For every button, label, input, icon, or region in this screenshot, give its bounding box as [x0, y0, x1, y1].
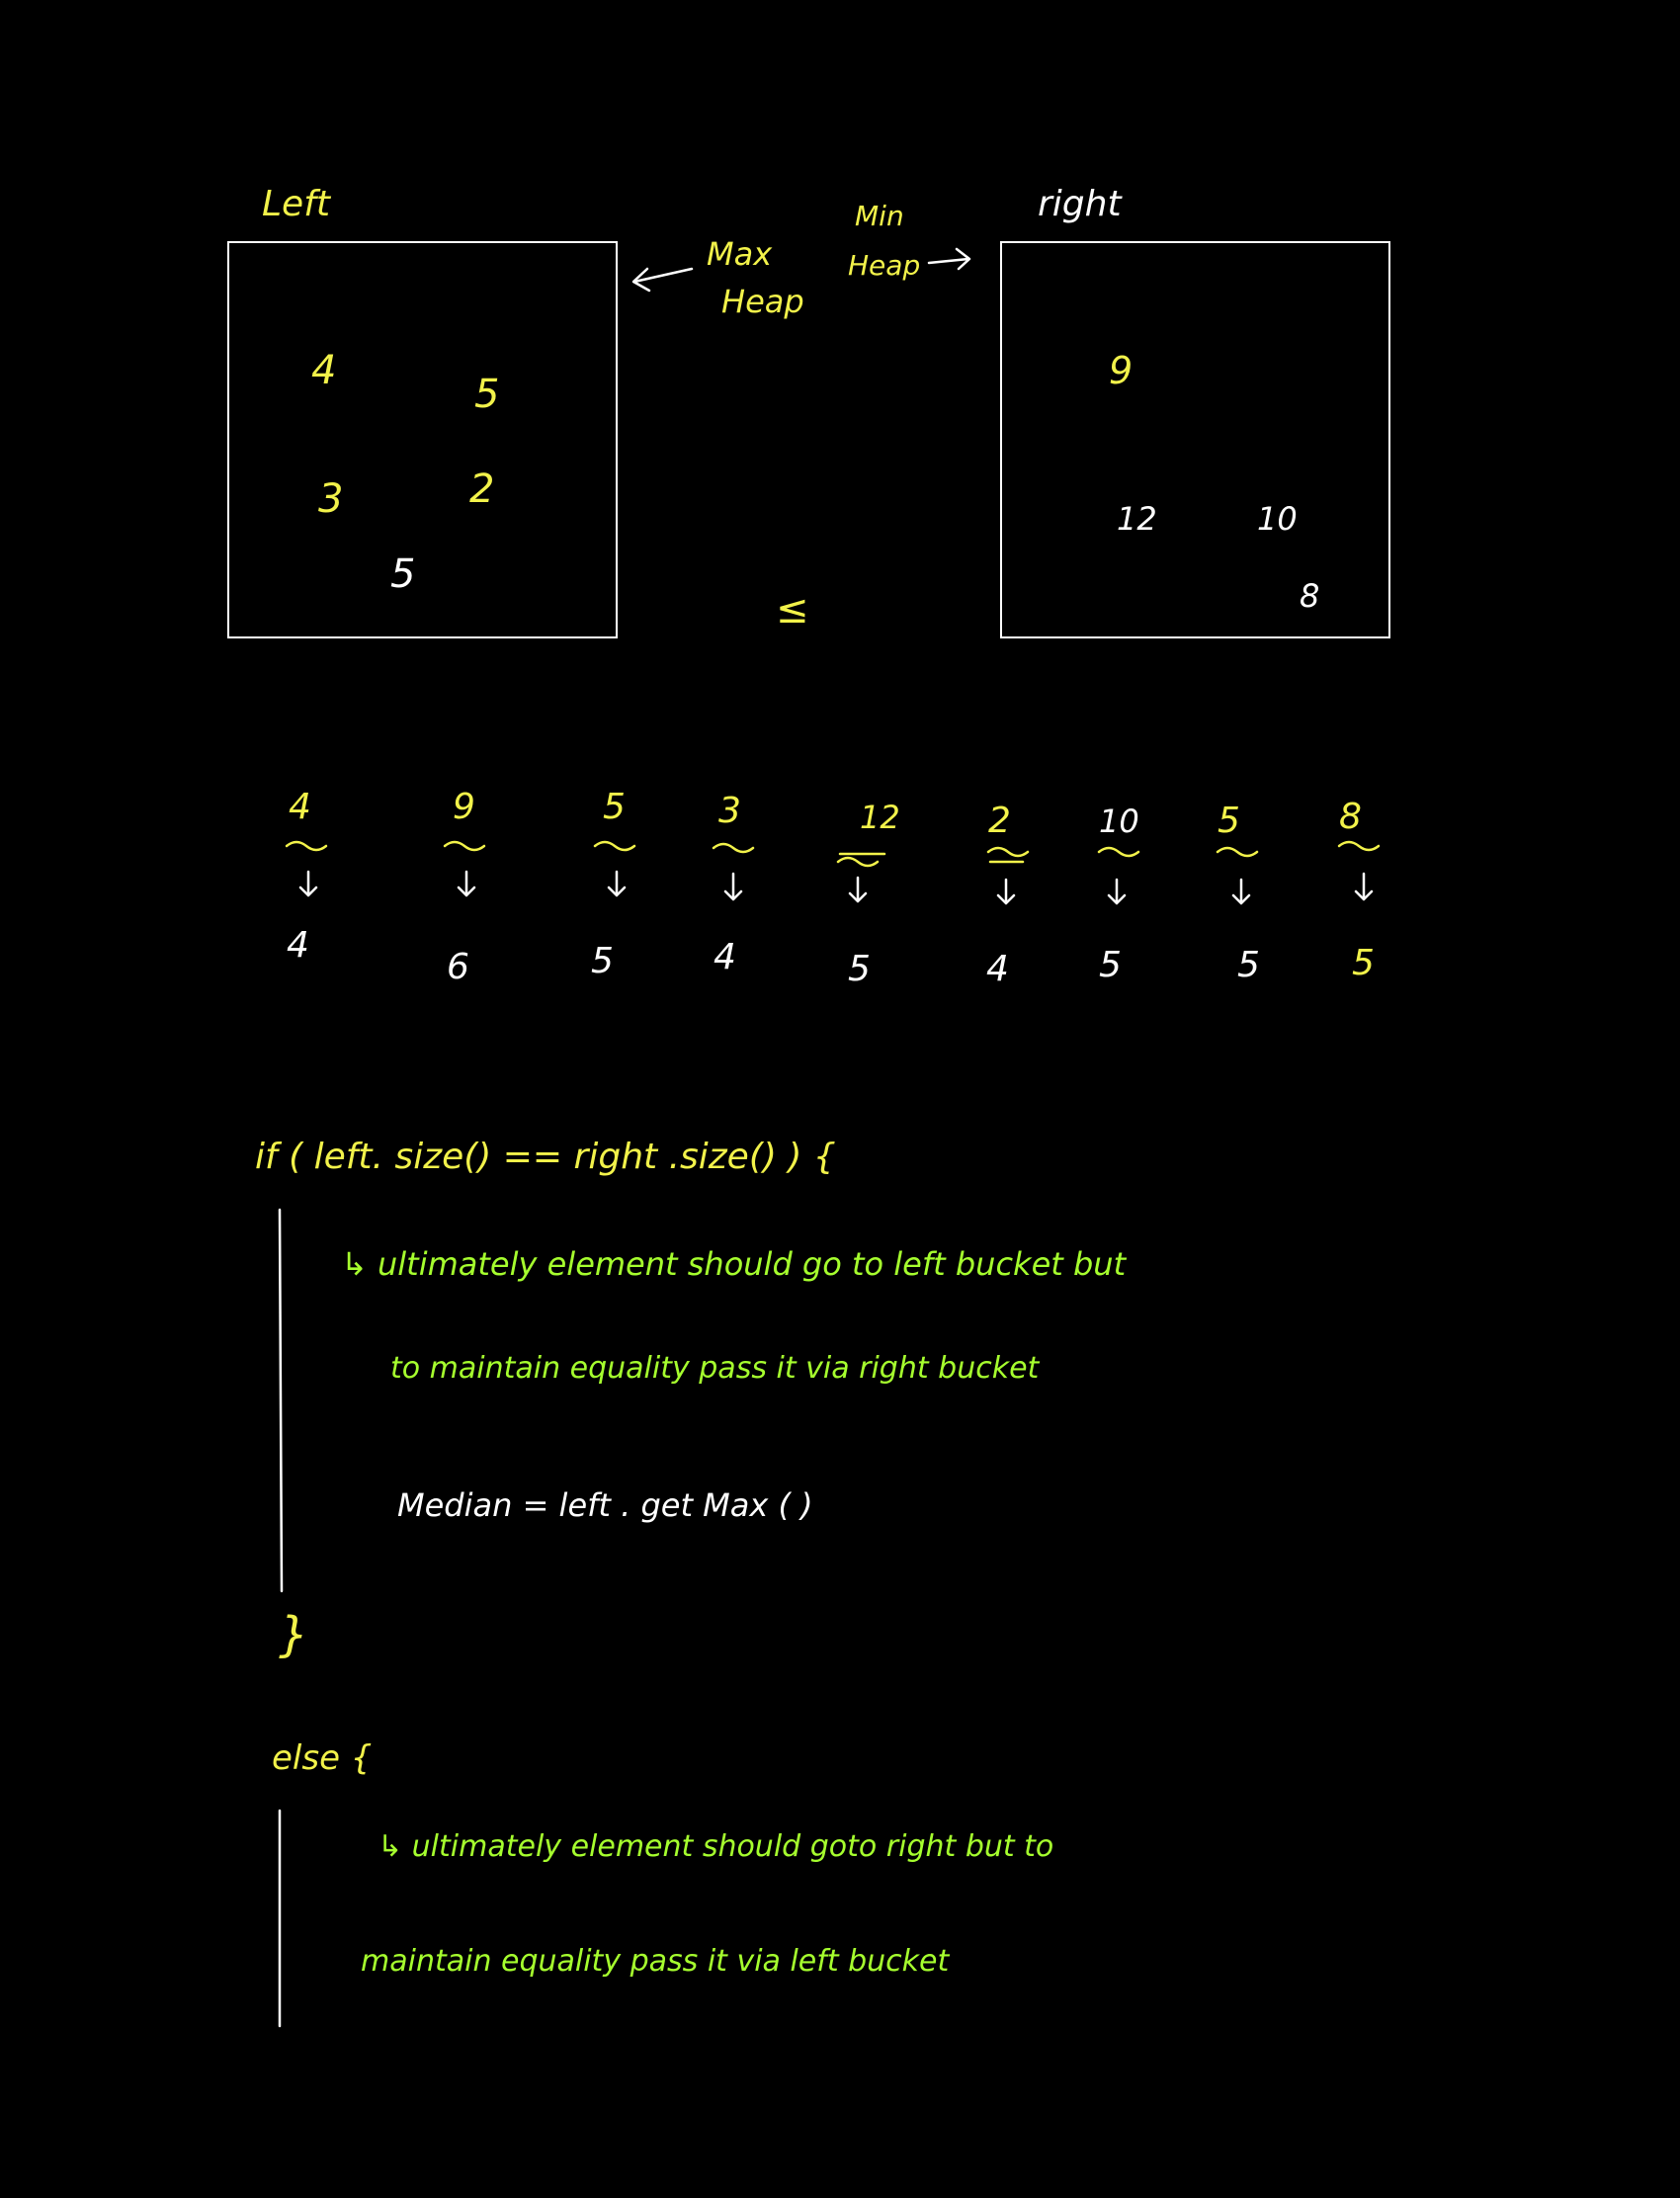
- code-section: if ( left. size() == right .size() ) { ↳…: [255, 1137, 1128, 2028]
- stream-median-value: 6: [447, 947, 469, 987]
- tilde-mark: [593, 840, 636, 852]
- if-block-bar: [278, 1208, 284, 1593]
- if-close-brace: }: [279, 1607, 309, 1662]
- right-heap-value: 9: [1109, 349, 1133, 392]
- stream-median-value: 5: [848, 949, 871, 989]
- min-heap-label-line2: Heap: [848, 249, 920, 282]
- median-formula-line: Median = left . get Max ( ): [397, 1486, 813, 1524]
- right-heap-value: 10: [1257, 500, 1298, 538]
- tilde-mark: [836, 852, 886, 868]
- left-heap-label: Left: [262, 184, 332, 224]
- stream-median-value: 4: [986, 949, 1009, 989]
- if-note-line-1: ↳ ultimately element should go to left b…: [341, 1245, 1128, 1283]
- down-arrow: [1354, 872, 1374, 901]
- else-note-line-2: maintain equality pass it via left bucke…: [361, 1944, 951, 1979]
- compare-symbol: ≤: [776, 587, 809, 633]
- stream-medians: 4 6 5 4 5 4 5 5 5: [287, 925, 1375, 989]
- down-arrow: [298, 870, 318, 897]
- stream-median-value: 5: [1352, 943, 1375, 983]
- stream-input-value: 3: [718, 791, 741, 831]
- arrow-to-right-heap: [927, 247, 971, 271]
- max-heap-label-line1: Max: [707, 235, 773, 273]
- else-line: else {: [272, 1738, 372, 1778]
- if-condition-line: if ( left. size() == right .size() ) {: [255, 1137, 836, 1177]
- down-arrow: [457, 870, 476, 897]
- right-heap-box: [1000, 241, 1390, 638]
- down-arrow: [1231, 878, 1251, 905]
- stream-input-value: 2: [988, 801, 1011, 841]
- stream-input-value: 8: [1339, 797, 1362, 837]
- down-arrow: [848, 876, 868, 903]
- tilde-mark: [285, 840, 328, 852]
- tilde-mark: [1337, 840, 1381, 852]
- left-heap-value: 4: [311, 348, 336, 393]
- left-heap-box: [227, 241, 618, 638]
- tilde-mark: [1097, 846, 1140, 858]
- stream-input-value: 5: [603, 787, 626, 827]
- down-arrow: [996, 878, 1016, 905]
- tilde-mark: [443, 840, 486, 852]
- stream-inputs: 4 9 5 3 12 2 10 5 8: [289, 787, 1362, 841]
- left-heap-value: 5: [474, 372, 499, 417]
- right-heap-label: right: [1038, 184, 1123, 224]
- stream-input-value: 10: [1099, 803, 1139, 840]
- else-note-line-1: ↳ ultimately element should goto right b…: [378, 1829, 1053, 1864]
- stream-tildes: [285, 840, 1381, 868]
- stream-median-value: 4: [714, 937, 736, 977]
- stream-input-value: 4: [289, 787, 311, 827]
- stream-input-value: 5: [1218, 801, 1240, 841]
- stream-down-arrows: [298, 870, 1374, 905]
- stream-median-value: 5: [1099, 945, 1122, 985]
- down-arrow: [607, 870, 627, 897]
- arrow-to-left-heap: [631, 267, 694, 293]
- left-heap-value: 3: [318, 476, 343, 522]
- min-heap-label-line1: Min: [855, 200, 904, 232]
- stream-input-value: 12: [860, 799, 900, 836]
- stream-input-value: 9: [453, 787, 475, 827]
- tilde-mark: [712, 842, 755, 854]
- stream-median-value: 5: [1237, 945, 1260, 985]
- if-note-line-2: to maintain equality pass it via right b…: [390, 1351, 1041, 1386]
- left-heap-value: 5: [390, 551, 415, 597]
- max-heap-label-line2: Heap: [721, 283, 804, 320]
- right-heap-value: 8: [1300, 577, 1319, 615]
- stream-median-value: 4: [287, 925, 309, 966]
- stream-median-value: 5: [591, 941, 614, 981]
- tilde-mark: [986, 846, 1030, 864]
- heap-section: Left right Max Heap Min Heap ≤ 4 5 3 2 5…: [227, 184, 1390, 638]
- right-heap-value: 12: [1117, 500, 1157, 538]
- down-arrow: [723, 872, 743, 901]
- left-heap-value: 2: [469, 466, 494, 512]
- stream-section: 4 9 5 3 12 2 10 5 8: [285, 787, 1381, 989]
- down-arrow: [1107, 878, 1127, 905]
- tilde-mark: [1216, 846, 1259, 858]
